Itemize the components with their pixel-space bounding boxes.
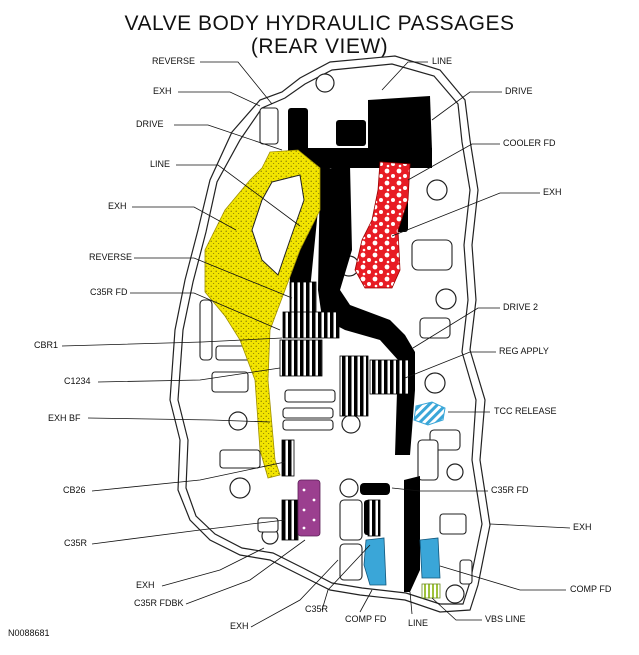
label-exh-left: EXH [108, 201, 127, 211]
vbs-line-passage [421, 583, 441, 599]
label-line-left: LINE [150, 159, 171, 169]
diagram-subtitle: (REAR VIEW) [250, 35, 389, 58]
label-comp-fd-bottom: COMP FD [345, 614, 387, 624]
label-drive-2: DRIVE 2 [503, 302, 539, 312]
comp-fd-blue-passages [363, 537, 441, 586]
valve-body-outline [169, 55, 491, 613]
label-line-top: LINE [432, 56, 453, 66]
label-c35r-fd-left: C35R FD [90, 287, 128, 297]
cooler-fd-passage [354, 161, 411, 289]
label-comp-fd-right: COMP FD [570, 584, 612, 594]
label-exh-bottom: EXH [230, 621, 249, 631]
label-cbr1: CBR1 [34, 340, 59, 350]
label-c35r-fdbk: C35R FDBK [134, 598, 184, 608]
tcc-release-passage [413, 401, 446, 426]
label-exh-bf: EXH BF [48, 413, 81, 423]
label-cooler-fd: COOLER FD [503, 138, 556, 148]
label-c1234: C1234 [64, 376, 91, 386]
diagram-title: VALVE BODY HYDRAULIC PASSAGES [124, 12, 515, 35]
c35r-purple-passage [297, 479, 321, 537]
label-c35r-fd-right: C35R FD [491, 485, 529, 495]
label-line-bottom: LINE [408, 618, 429, 628]
figure-id: N0088681 [8, 628, 50, 638]
label-c35r-left: C35R [64, 538, 88, 548]
label-vbs-line: VBS LINE [485, 614, 526, 624]
label-drive-left: DRIVE [136, 119, 164, 129]
label-reverse-top: REVERSE [152, 56, 196, 66]
label-exh-top: EXH [153, 86, 172, 96]
label-cb26: CB26 [63, 485, 86, 495]
label-exh-right: EXH [543, 187, 562, 197]
label-exh-far-right: EXH [573, 522, 592, 532]
label-reg-apply: REG APPLY [499, 346, 549, 356]
internal-passages [199, 107, 473, 585]
label-c35r-bottom: C35R [305, 604, 329, 614]
label-exh-bottom-left: EXH [136, 580, 155, 590]
leader-lines [61, 61, 571, 628]
label-drive-right: DRIVE [505, 86, 533, 96]
label-reverse-left: REVERSE [89, 252, 133, 262]
label-tcc-release: TCC RELEASE [494, 406, 557, 416]
